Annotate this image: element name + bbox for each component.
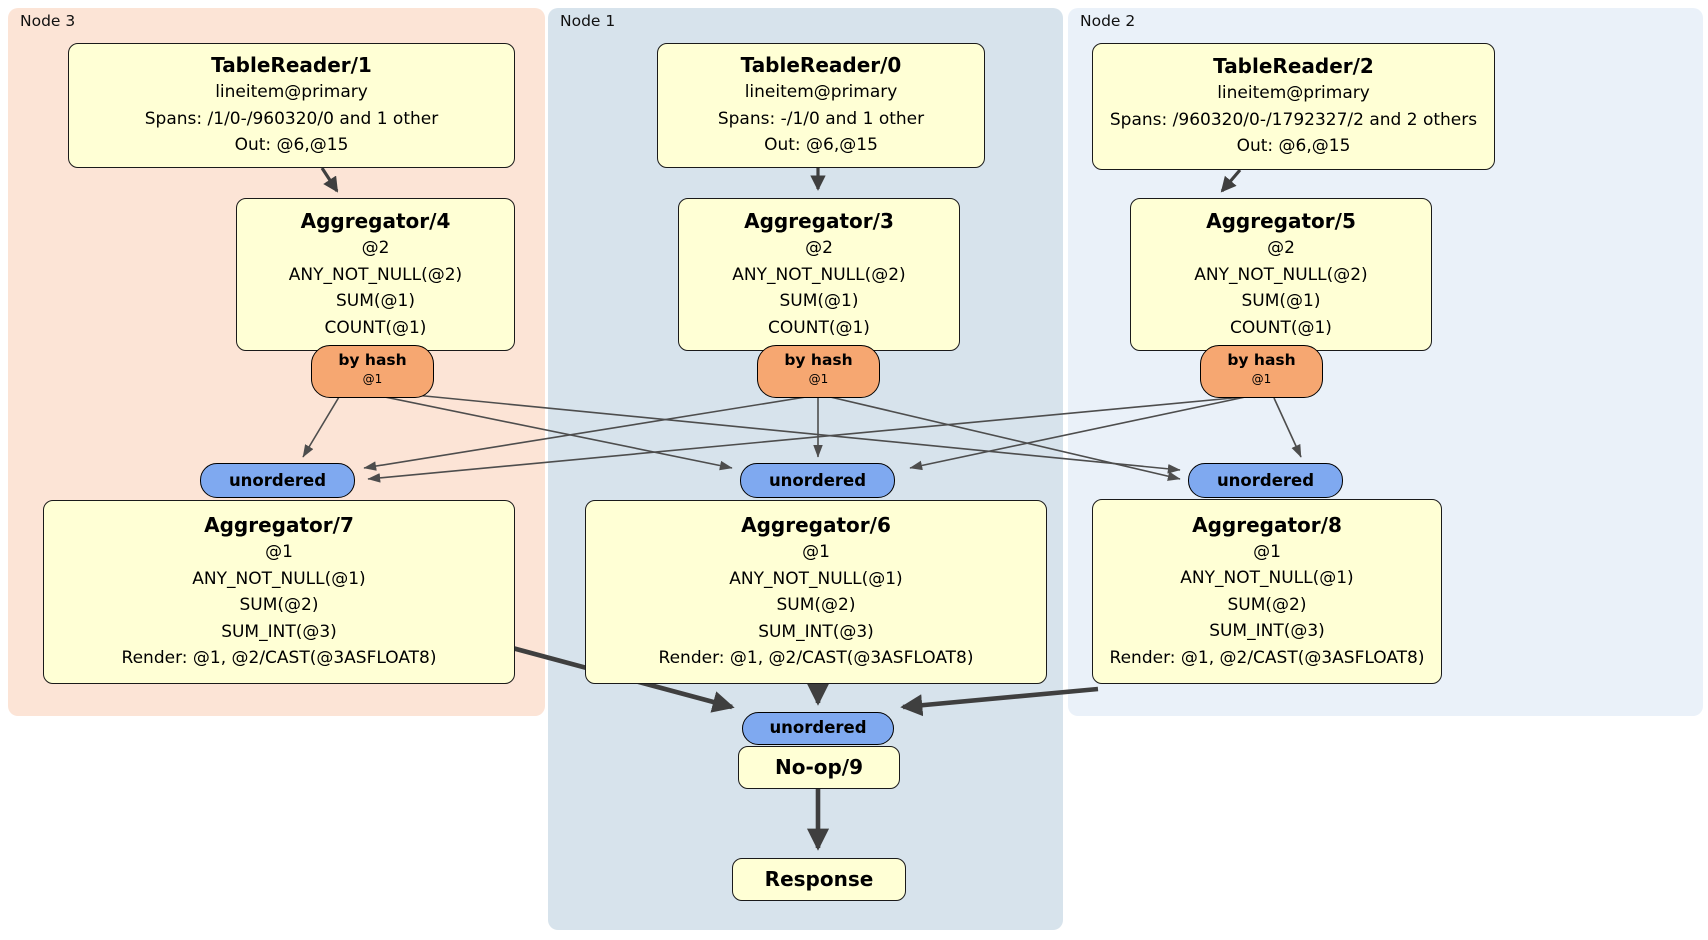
processor-line: SUM(@1) — [1241, 291, 1321, 311]
router-by-hash-node3: by hash @1 — [311, 345, 434, 398]
processor-title: Aggregator/7 — [204, 513, 354, 538]
processor-title: No-op/9 — [774, 755, 864, 779]
processor-title: Aggregator/8 — [1192, 512, 1342, 537]
router-label: by hash — [784, 351, 853, 369]
processor-line: ANY_NOT_NULL(@2) — [1194, 264, 1368, 285]
router-by-hash-node1: by hash @1 — [757, 345, 880, 398]
edge-byhash3-unordered1 — [379, 395, 733, 471]
edge-byhash1-unordered2 — [825, 395, 1181, 481]
processor-line: lineitem@primary — [1217, 83, 1370, 104]
router-by-hash-node2: by hash @1 — [1200, 345, 1323, 398]
processor-line: @1 — [802, 542, 830, 563]
processor-title: TableReader/0 — [740, 53, 902, 78]
sync-unordered-node1: unordered — [740, 463, 895, 498]
router-key: @1 — [1251, 372, 1272, 386]
processor-aggregator-7: Aggregator/7 @1 ANY_NOT_NULL(@1) SUM(@2)… — [43, 500, 515, 684]
processor-line: Out: @6,@15 — [764, 135, 878, 156]
processor-line: Render: @1, @2/CAST(@3ASFLOAT8) — [1109, 647, 1425, 668]
processor-aggregator-5: Aggregator/5 @2 ANY_NOT_NULL(@2) SUM(@1)… — [1130, 198, 1432, 351]
edge-byhash2-unordered3 — [367, 395, 1255, 483]
sync-unordered-node2: unordered — [1188, 463, 1343, 498]
processor-aggregator-6: Aggregator/6 @1 ANY_NOT_NULL(@1) SUM(@2)… — [585, 500, 1047, 684]
processor-aggregator-8: Aggregator/8 @1 ANY_NOT_NULL(@1) SUM(@2)… — [1092, 499, 1442, 684]
processor-line: Spans: -/1/0 and 1 other — [717, 108, 925, 129]
router-key: @1 — [808, 372, 829, 386]
edge-byhash3-unordered3 — [302, 391, 343, 458]
processor-line: Out: @6,@15 — [234, 135, 349, 156]
processor-tablereader-1: TableReader/1 lineitem@primary Spans: /1… — [68, 43, 515, 168]
processor-line: ANY_NOT_NULL(@2) — [732, 264, 906, 285]
processor-line: Render: @1, @2/CAST(@3ASFLOAT8) — [121, 648, 437, 669]
processor-line: SUM(@2) — [239, 595, 319, 616]
processor-tablereader-0: TableReader/0 lineitem@primary Spans: -/… — [657, 43, 985, 168]
processor-line: Spans: /960320/0-/1792327/2 and 2 others — [1109, 109, 1478, 130]
cluster-node-1-label: Node 1 — [560, 12, 616, 30]
processor-title: Aggregator/6 — [741, 513, 891, 538]
processor-line: ANY_NOT_NULL(@1) — [1180, 568, 1354, 589]
cluster-node-2-label: Node 2 — [1080, 12, 1136, 30]
processor-line: COUNT(@1) — [768, 317, 870, 338]
processor-aggregator-3: Aggregator/3 @2 ANY_NOT_NULL(@2) SUM(@1)… — [678, 198, 960, 351]
processor-response: Response — [732, 858, 906, 901]
processor-line: @2 — [805, 238, 833, 258]
processor-line: SUM_INT(@3) — [1209, 621, 1325, 642]
processor-line: Spans: /1/0-/960320/0 and 1 other — [144, 108, 439, 129]
processor-noop-9: No-op/9 — [738, 746, 900, 789]
processor-title: Aggregator/4 — [300, 209, 451, 233]
processor-line: SUM(@1) — [779, 291, 859, 311]
processor-line: SUM(@1) — [336, 291, 415, 311]
processor-title: TableReader/2 — [1213, 54, 1374, 79]
processor-line: @2 — [1267, 238, 1295, 258]
cluster-node-3-label: Node 3 — [20, 12, 76, 30]
processor-line: SUM(@2) — [1227, 594, 1307, 615]
sync-unordered-node3: unordered — [200, 463, 355, 498]
processor-title: Aggregator/5 — [1206, 209, 1356, 233]
processor-line: ANY_NOT_NULL(@2) — [288, 264, 463, 285]
processor-line: lineitem@primary — [215, 82, 368, 103]
processor-line: ANY_NOT_NULL(@1) — [192, 568, 366, 589]
edge-byhash1-unordered3 — [363, 395, 813, 471]
processor-line: Out: @6,@15 — [1236, 136, 1351, 157]
processor-line: Render: @1, @2/CAST(@3ASFLOAT8) — [658, 648, 974, 669]
router-key: @1 — [362, 372, 383, 386]
processor-line: SUM(@2) — [776, 595, 856, 616]
edge-byhash3-unordered2 — [383, 391, 1181, 474]
processor-title: Response — [764, 867, 874, 891]
processor-tablereader-2: TableReader/2 lineitem@primary Spans: /9… — [1092, 43, 1495, 170]
processor-line: @1 — [1253, 541, 1281, 562]
processor-line: lineitem@primary — [744, 82, 898, 103]
processor-line: @2 — [361, 238, 390, 258]
processor-aggregator-4: Aggregator/4 @2 ANY_NOT_NULL(@2) SUM(@1)… — [236, 198, 515, 351]
edge-tr2-agg5 — [1220, 168, 1242, 193]
edge-byhash2-unordered2 — [1273, 397, 1302, 458]
processor-title: Aggregator/3 — [744, 209, 894, 233]
processor-line: @1 — [265, 542, 293, 563]
router-label: by hash — [1227, 351, 1296, 369]
router-label: by hash — [338, 351, 407, 369]
edge-tr1-agg4 — [320, 167, 339, 193]
processor-line: COUNT(@1) — [324, 317, 427, 338]
edge-byhash2-unordered1 — [909, 395, 1251, 471]
processor-line: SUM_INT(@3) — [221, 621, 337, 642]
edge-agg8-unordered-final — [900, 686, 1099, 717]
processor-line: COUNT(@1) — [1230, 317, 1332, 338]
processor-line: ANY_NOT_NULL(@1) — [729, 568, 903, 589]
processor-line: SUM_INT(@3) — [758, 621, 874, 642]
sync-unordered-final: unordered — [742, 712, 894, 745]
processor-title: TableReader/1 — [211, 53, 372, 78]
